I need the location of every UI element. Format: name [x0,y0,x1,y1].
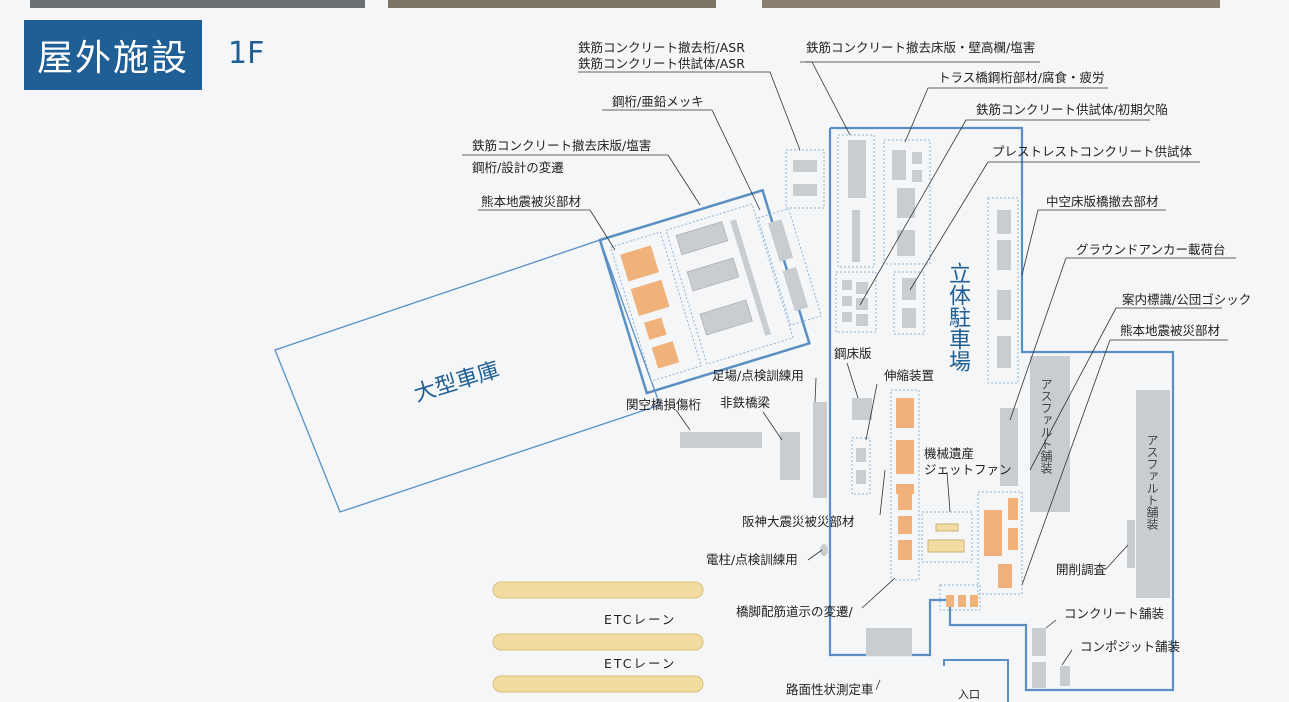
label-scaffold: 足場/点検訓練用 [712,368,804,383]
label-rc-slab-salt: 鉄筋コンクリート撤去床版/塩害 [472,138,652,153]
kumamoto-item-4 [651,341,680,369]
label-machine-1: 機械遺産 [924,446,975,461]
label-steel-design: 鋼桁/設計の変遷 [472,160,564,175]
label-rc-slab-wall-salt: 鉄筋コンクリート撤去床版・壁高欄/塩害 [806,40,1036,55]
asphalt-label-1: アスファルト舗装 [1039,378,1053,474]
etc-lane-2 [492,633,704,651]
label-prestressed: プレストレストコンクリート供試体 [992,144,1193,159]
etc-lane-1 [492,581,704,599]
label-steel-deck: 鋼床版 [834,346,872,361]
label-nonferrous: 非鉄橋梁 [720,395,771,410]
label-kumamoto-1: 熊本地震被災部材 [481,194,582,209]
photo-strip-left [30,0,365,8]
label-ground-anchor: グラウンドアンカー載荷台 [1076,242,1226,257]
photo-strip-right [762,0,1220,8]
label-rc-specimen-asr: 鉄筋コンクリート供試体/ASR [578,56,745,71]
kumamoto-item-3 [644,317,667,340]
parking-label: 立体駐車場 [945,262,970,372]
kumamoto-item-1 [620,245,659,282]
label-excavation: 開削調査 [1056,562,1107,577]
label-machine-2: ジェットファン [924,462,1012,477]
label-pole: 電柱/点検訓練用 [706,552,798,567]
etc-lane-3 [492,675,704,693]
kumamoto-item-2 [630,279,670,316]
label-kanku: 関空橋損傷桁 [626,397,702,412]
label-hollow-slab: 中空床版橋撤去部材 [1046,194,1159,209]
label-steel-galv: 鋼桁/亜鉛メッキ [612,94,704,109]
label-expansion: 伸縮装置 [884,368,935,383]
etc-lane-label-2: ETCレーン [604,656,677,671]
label-pier-rebar: 橋脚配筋道示の変遷/ [736,604,853,619]
label-composite-pave: コンポジット舗装 [1080,639,1181,654]
label-rc-girder-asr: 鉄筋コンクリート撤去桁/ASR [578,40,745,55]
label-hanshin: 阪神大震災被災部材 [742,514,855,529]
asphalt-label-2: アスファルト舗装 [1145,434,1159,530]
photo-strip-middle [388,0,716,8]
label-truss-steel: トラス橋鋼桁部材/腐食・疲労 [938,70,1105,85]
entrance-label: 入口 [958,688,980,701]
label-sign: 案内標識/公団ゴシック [1122,292,1252,307]
label-rc-specimen-initial: 鉄筋コンクリート供試体/初期欠陥 [976,102,1168,117]
parking-outline [828,126,1175,692]
floor-label: 1F [228,36,265,71]
label-road-vehicle: 路面性状測定車 [786,682,874,697]
label-concrete-pave: コンクリート舗装 [1064,606,1165,621]
large-garage-outline [274,239,661,513]
page-title: 屋外施設 [24,20,202,90]
etc-lane-label-1: ETCレーン [604,612,677,627]
label-kumamoto-2: 熊本地震被災部材 [1120,323,1221,338]
